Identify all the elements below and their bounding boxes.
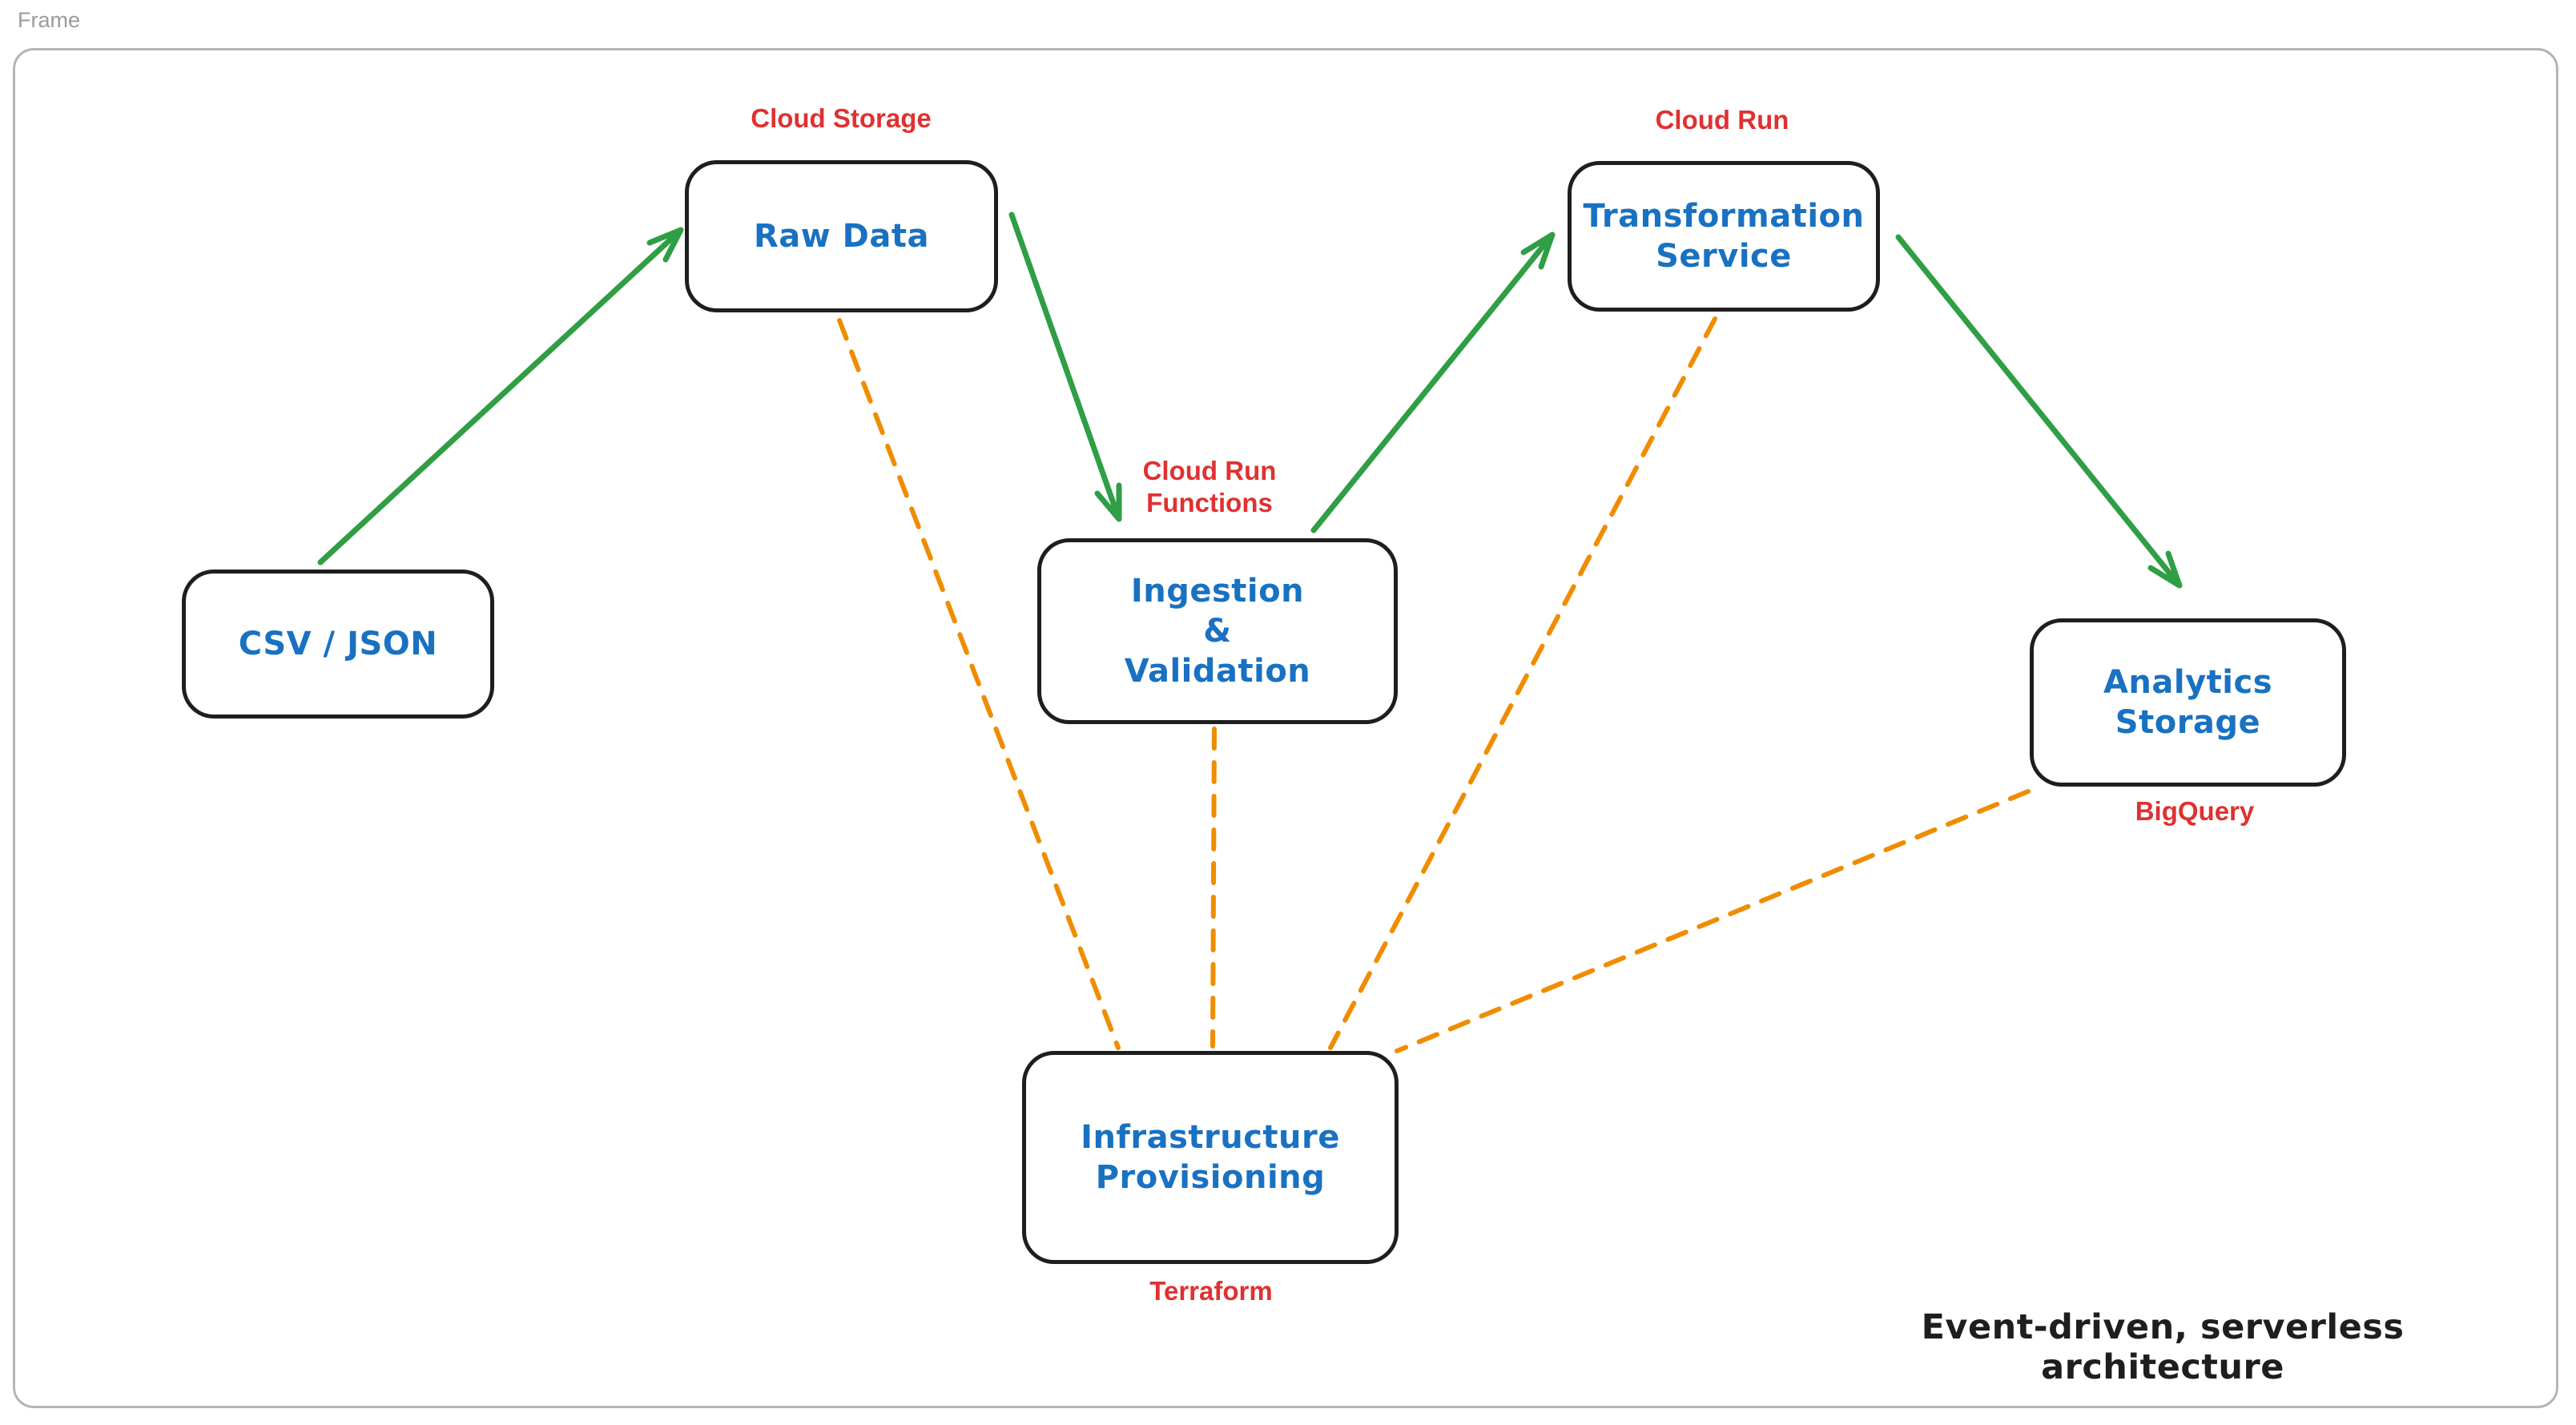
node-csv-json-label: CSV / JSON — [238, 626, 438, 662]
node-ingestion-validation-label: Ingestion & Validation — [1124, 573, 1311, 690]
link-infrastructure-to-ingestion[interactable] — [1210, 727, 1217, 1049]
service-label-cloud-run-functions[interactable]: Cloud Run Functions — [1142, 456, 1277, 518]
service-label-cloud-storage[interactable]: Cloud Storage — [751, 103, 932, 133]
node-infrastructure-provisioning-label: Infrastructure Provisioning — [1081, 1119, 1340, 1196]
arrow-transformation-to-analytics[interactable] — [1895, 234, 2183, 589]
node-csv-json[interactable]: CSV / JSON — [182, 570, 494, 719]
link-infrastructure-to-transformation[interactable] — [1328, 316, 1717, 1050]
caption-text[interactable]: Event-driven, serverless architecture — [1921, 1307, 2405, 1387]
service-label-cloud-run[interactable]: Cloud Run — [1655, 105, 1789, 135]
link-infrastructure-to-analytics[interactable] — [1395, 789, 2031, 1053]
node-ingestion-validation[interactable]: Ingestion & Validation — [1037, 538, 1398, 724]
arrow-raw-data-to-ingestion[interactable] — [1008, 211, 1122, 522]
service-label-bigquery[interactable]: BigQuery — [2135, 796, 2255, 826]
node-raw-data-label: Raw Data — [754, 218, 929, 255]
node-transformation-service-label: Transformation Service — [1583, 198, 1865, 275]
node-analytics-storage-label: Analytics Storage — [2103, 664, 2273, 741]
arrow-csv-json-to-raw-data[interactable] — [317, 227, 684, 566]
node-raw-data[interactable]: Raw Data — [685, 160, 998, 312]
node-infrastructure-provisioning[interactable]: Infrastructure Provisioning — [1022, 1051, 1399, 1264]
arrow-ingestion-to-transformation[interactable] — [1310, 231, 1556, 533]
service-label-terraform[interactable]: Terraform — [1149, 1276, 1273, 1306]
node-transformation-service[interactable]: Transformation Service — [1568, 161, 1880, 312]
frame-label[interactable]: Frame — [18, 8, 81, 32]
node-analytics-storage[interactable]: Analytics Storage — [2030, 618, 2346, 787]
link-infrastructure-to-raw-data[interactable] — [837, 318, 1121, 1050]
